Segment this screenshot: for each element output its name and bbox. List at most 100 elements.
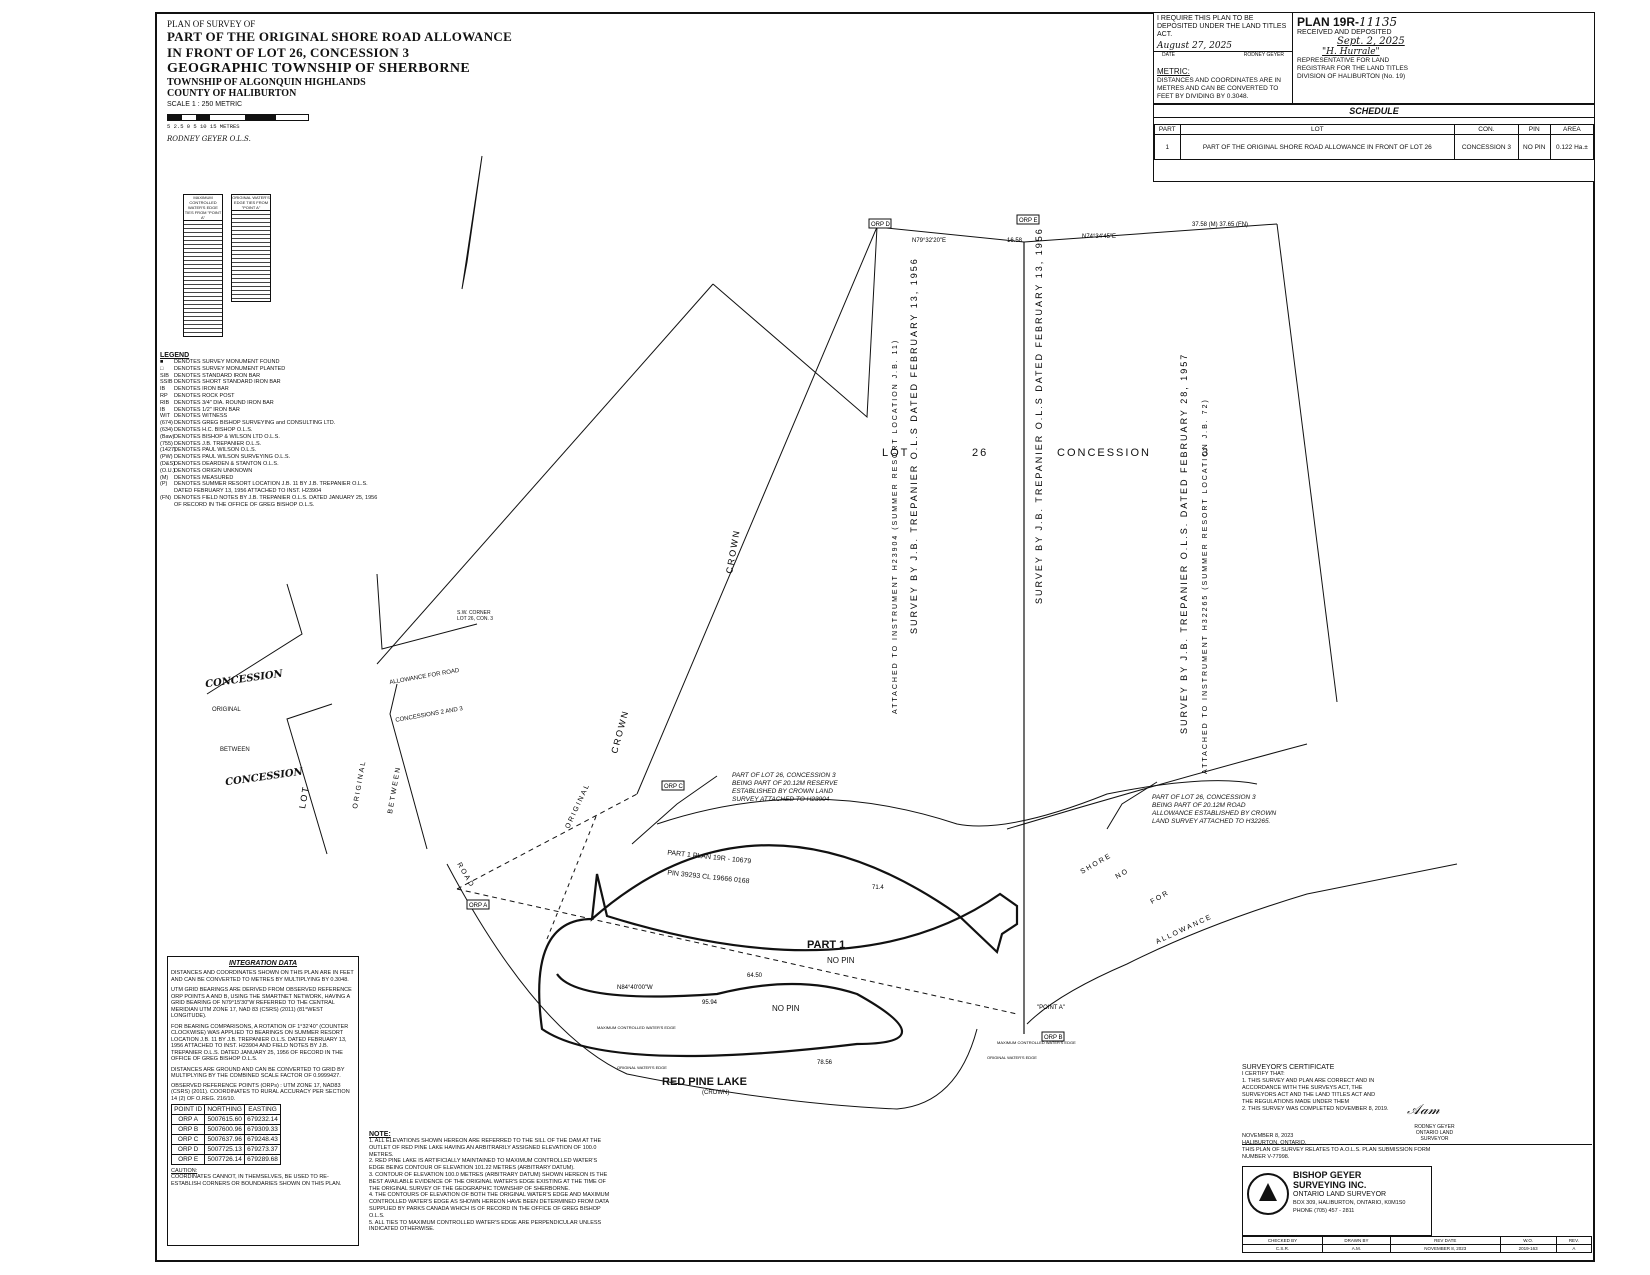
- between-label: BETWEEN: [220, 747, 250, 753]
- orp-a-box: [466, 899, 490, 910]
- received-label: RECEIVED AND DEPOSITED: [1297, 29, 1392, 36]
- part1-boundary: [590, 844, 1019, 955]
- ties-left-grid: [183, 221, 223, 337]
- orp-cell: 5007726.14: [204, 1154, 246, 1165]
- ties-right-grid: [231, 211, 271, 302]
- orp-header: EASTING: [244, 1104, 281, 1115]
- scale-label: SCALE 1 : 250 METRIC: [167, 101, 243, 108]
- surveyor-certificate: SURVEYOR'S CERTIFICATE I CERTIFY THAT: 1…: [1242, 1064, 1462, 1147]
- footer-value: 2019-163: [1499, 1244, 1557, 1253]
- road-allow-4: [389, 683, 428, 850]
- road-allow-1: [206, 583, 303, 695]
- schedule-cell: NO PIN: [1517, 134, 1551, 160]
- schedule-cell: 0.122 Ha.±: [1549, 134, 1595, 160]
- legend-symbol: SIB: [160, 372, 169, 379]
- road-allow-2: [376, 573, 478, 650]
- schedule-cell: 1: [1154, 134, 1181, 160]
- lot-line-north-2: [1023, 223, 1278, 243]
- schedule-header: PIN: [1517, 124, 1551, 135]
- integration-p3: FOR BEARING COMPARISONS, A ROTATION OF 1…: [171, 1023, 349, 1063]
- legend-item: (O.U.)DENOTES ORIGIN UNKNOWN: [160, 468, 380, 475]
- schedule-header: CON.: [1454, 124, 1519, 135]
- orp-c-label: ORP C: [664, 784, 684, 790]
- tie-line-ac: [456, 793, 638, 890]
- no-pin-label-1: NO PIN: [827, 956, 855, 965]
- firm-logo: [1247, 1173, 1289, 1215]
- orp-b-label: ORP B: [1044, 1035, 1063, 1041]
- legend-symbol: (1427): [160, 447, 176, 454]
- deposit-date-hand: August 27, 2025: [1157, 41, 1233, 51]
- notes: NOTE: 1. ALL ELEVATIONS SHOWN HEREON ARE…: [369, 1131, 614, 1233]
- integration-p4: DISTANCES ARE GROUND AND CAN BE CONVERTE…: [171, 1066, 345, 1080]
- dist-c: 78.56: [817, 1060, 833, 1066]
- orp-a-label: ORP A: [469, 903, 487, 909]
- footer-header: REV DATE: [1389, 1236, 1501, 1245]
- shore-allowance-north: [656, 780, 1258, 827]
- attached-text-2: ATTACHED TO INSTRUMENT H32265 (SUMMER RE…: [1202, 398, 1209, 774]
- firm-block: BISHOP GEYER SURVEYING INC. ONTARIO LAND…: [1242, 1166, 1432, 1236]
- lot-label-left: LOT: [297, 784, 311, 809]
- original-label: ORIGINAL: [212, 707, 241, 713]
- legend-text: DENOTES SURVEY MONUMENT PLANTED: [174, 365, 286, 372]
- part1-label: PART 1: [807, 939, 846, 951]
- integration-data: INTEGRATION DATA DISTANCES AND COORDINAT…: [167, 956, 359, 1246]
- orp-cell: ORP C: [170, 1134, 206, 1145]
- legend-text: DENOTES DEARDEN & STANTON O.L.S.: [174, 460, 279, 467]
- title-line3: GEOGRAPHIC TOWNSHIP OF SHERBORNE: [167, 61, 471, 76]
- orp-cell: 5007600.96: [204, 1124, 246, 1135]
- tie-line-2: [546, 813, 598, 940]
- survey-plan-sheet: PLAN OF SURVEY OF PART OF THE ORIGINAL S…: [155, 12, 1595, 1262]
- legend-item: (D&S)DENOTES DEARDEN & STANTON O.L.S.: [160, 461, 380, 468]
- dist-d: 71.4: [872, 885, 884, 891]
- legend-symbol: (634): [160, 426, 173, 433]
- orp-c-box: [661, 780, 685, 791]
- certificate-title: SURVEYOR'S CERTIFICATE: [1242, 1064, 1335, 1071]
- attached-text-1: ATTACHED TO INSTRUMENT H23904 (SUMMER RE…: [892, 339, 899, 714]
- concession-label: CONCESSION: [1057, 447, 1151, 459]
- plan-no-hand: 11135: [1359, 15, 1398, 29]
- notes-title: NOTE:: [369, 1131, 391, 1138]
- legend-text: DENOTES ORIGIN UNKNOWN: [174, 467, 253, 474]
- legend: LEGEND ■DENOTES SURVEY MONUMENT FOUND□DE…: [160, 352, 380, 509]
- sw-corner-label: S.W. CORNER LOT 26, CON. 3: [457, 610, 494, 622]
- max-water-edge-label: MAXIMUM CONTROLLED WATER'S EDGE: [597, 1025, 676, 1030]
- dist-a: 64.50: [747, 973, 763, 979]
- schedule-header: LOT: [1179, 124, 1456, 135]
- legend-symbol: (M): [160, 474, 169, 481]
- bearing-top2: N74°34'45"E: [1082, 234, 1116, 240]
- schedule-cell: CONCESSION 3: [1454, 134, 1519, 160]
- footer-value: C.S.R.: [1242, 1244, 1323, 1253]
- schedule-header: AREA: [1549, 124, 1595, 135]
- orp-cell: 5007637.96: [204, 1134, 246, 1145]
- legend-symbol: □: [160, 365, 164, 372]
- legend-text: DENOTES MEASURED: [174, 474, 234, 481]
- tie-line-ab: [456, 888, 1018, 1015]
- plan-no-label: PLAN 19R-: [1297, 15, 1360, 29]
- dist-top2: 37.58 (M) 37.65 (FN): [1192, 222, 1248, 228]
- integration-p5: OBSERVED REFERENCE POINTS (ORPs) : UTM Z…: [171, 1082, 350, 1102]
- legend-item: (M) DENOTES MEASURED: [160, 475, 380, 482]
- legend-text: DENOTES BISHOP & WILSON LTD O.L.S.: [174, 433, 280, 440]
- orp-cell: 679273.37: [244, 1144, 281, 1155]
- legend-item: (P)DENOTES SUMMER RESORT LOCATION J.B. 1…: [160, 481, 380, 495]
- representative-hand: "H. Hurrale": [1322, 47, 1380, 57]
- legend-symbol: (FN): [160, 494, 171, 501]
- road-allow-3: [286, 703, 333, 855]
- legend-item: ■DENOTES SURVEY MONUMENT FOUND: [160, 359, 380, 366]
- shore-allowance-mid: [1006, 743, 1308, 830]
- legend-symbol: WIT: [160, 413, 171, 420]
- schedule-header: PART: [1154, 124, 1181, 135]
- legend-item: (634)DENOTES H.C. BISHOP O.L.S.: [160, 427, 380, 434]
- legend-text: DENOTES FIELD NOTES BY J.B. TREPANIER O.…: [174, 494, 378, 508]
- legend-item: (Baw)DENOTES BISHOP & WILSON LTD O.L.S.: [160, 434, 380, 441]
- deposit-require-text: I REQUIRE THIS PLAN TO BE DEPOSITED UNDE…: [1157, 15, 1287, 38]
- title-line0: PLAN OF SURVEY OF: [167, 19, 256, 29]
- orp-cell: 679232.14: [244, 1114, 281, 1125]
- signature: 𝒜𝒶𝓂: [1407, 1102, 1440, 1118]
